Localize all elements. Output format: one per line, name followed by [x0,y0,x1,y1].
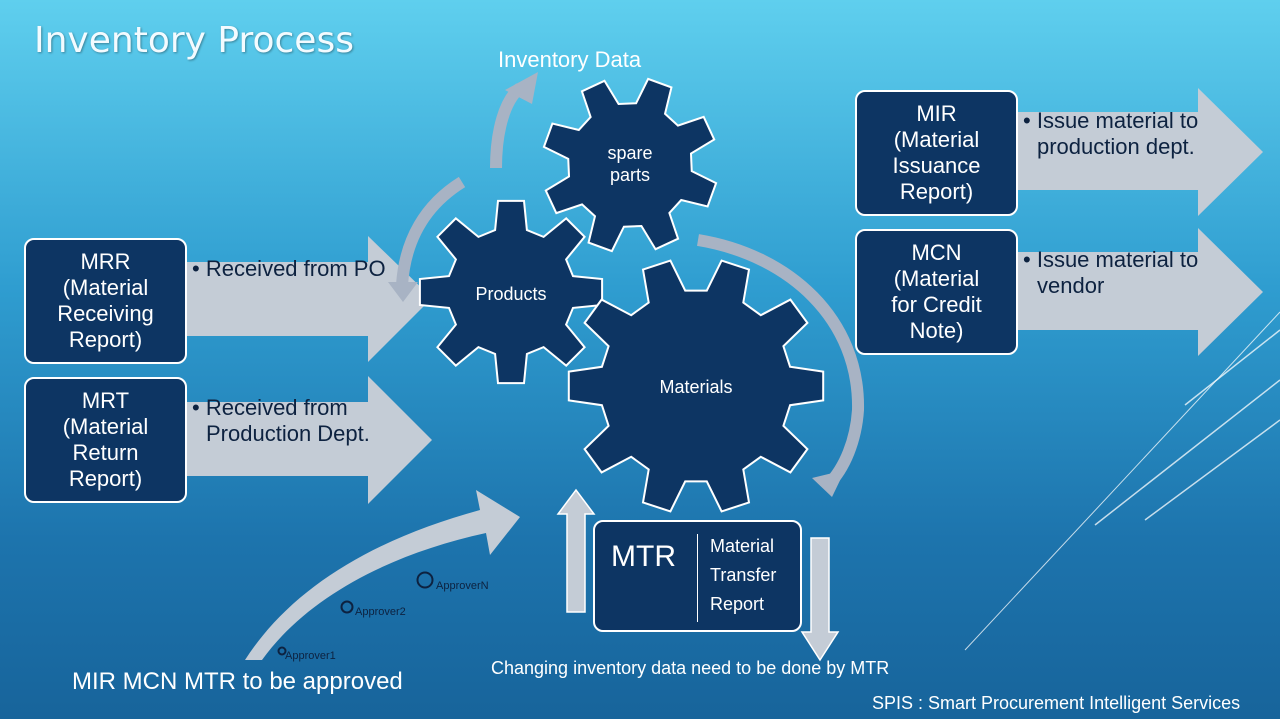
curve-up-arrow [490,83,525,169]
gear-spare-parts [542,77,718,253]
footer-text: SPIS : Smart Procurement Intelligent Ser… [872,693,1241,713]
approverN-label: ApproverN [436,580,489,592]
mcn-box: MCN (Material for Credit Note) [855,229,1018,355]
approverN-circle [416,571,434,589]
mtr-up-arrow [556,488,596,613]
gear-label-spare-parts: spare parts [607,143,653,185]
mtr-down-arrow [800,537,840,662]
approval-arrow [245,490,520,660]
mrt-box: MRT (Material Return Report) [24,377,187,503]
mrr-bullet-text: Received from PO [205,256,386,281]
curve-up-arrowhead [505,72,538,104]
mrt-bullet-text: Received from Production Dept. [205,395,370,446]
mtr-abbr: MTR [611,540,676,573]
decorative-lines [964,311,1280,651]
mtr-caption: Changing inventory data need to be done … [491,658,890,678]
gear-label-products: Products [475,284,547,304]
arrow-mrr [185,236,432,362]
gear-materials [567,259,825,513]
block-arrows [185,88,1263,504]
page-title: Inventory Process [34,20,354,61]
mtr-box: MTR Material Transfer Report [593,520,802,632]
curve-right-arrow [697,234,865,490]
mir-bullet: • Issue material to production dept. [1023,108,1199,159]
approver2-label: Approver2 [355,606,406,618]
curve-left-arrow [396,176,466,286]
curve-right-arrowhead [812,470,845,497]
mtr-divider [697,534,698,622]
mrr-bullet: • Received from PO [192,256,386,281]
mrt-bullet: • Received from Production Dept. [192,395,370,446]
mcn-bullet: • Issue material to vendor [1023,247,1199,298]
arrow-mir [1017,88,1263,216]
approval-caption: MIR MCN MTR to be approved [72,668,403,695]
gear-label-materials: Materials [659,377,733,397]
mir-box: MIR (Material Issuance Report) [855,90,1018,216]
gear-products [418,199,604,385]
inventory-data-label: Inventory Data [498,47,642,72]
approver1-label: Approver1 [285,650,336,662]
arrow-mrt [185,376,432,504]
mtr-full-name: Material Transfer Report [710,536,777,614]
curve-left-arrowhead [388,282,418,302]
approver1-circle [277,646,287,656]
arrow-mcn [1017,228,1263,356]
approver2-circle [340,600,354,614]
mcn-bullet-text: Issue material to vendor [1036,247,1199,298]
mrr-box: MRR (Material Receiving Report) [24,238,187,364]
mir-bullet-text: Issue material to production dept. [1036,108,1199,159]
